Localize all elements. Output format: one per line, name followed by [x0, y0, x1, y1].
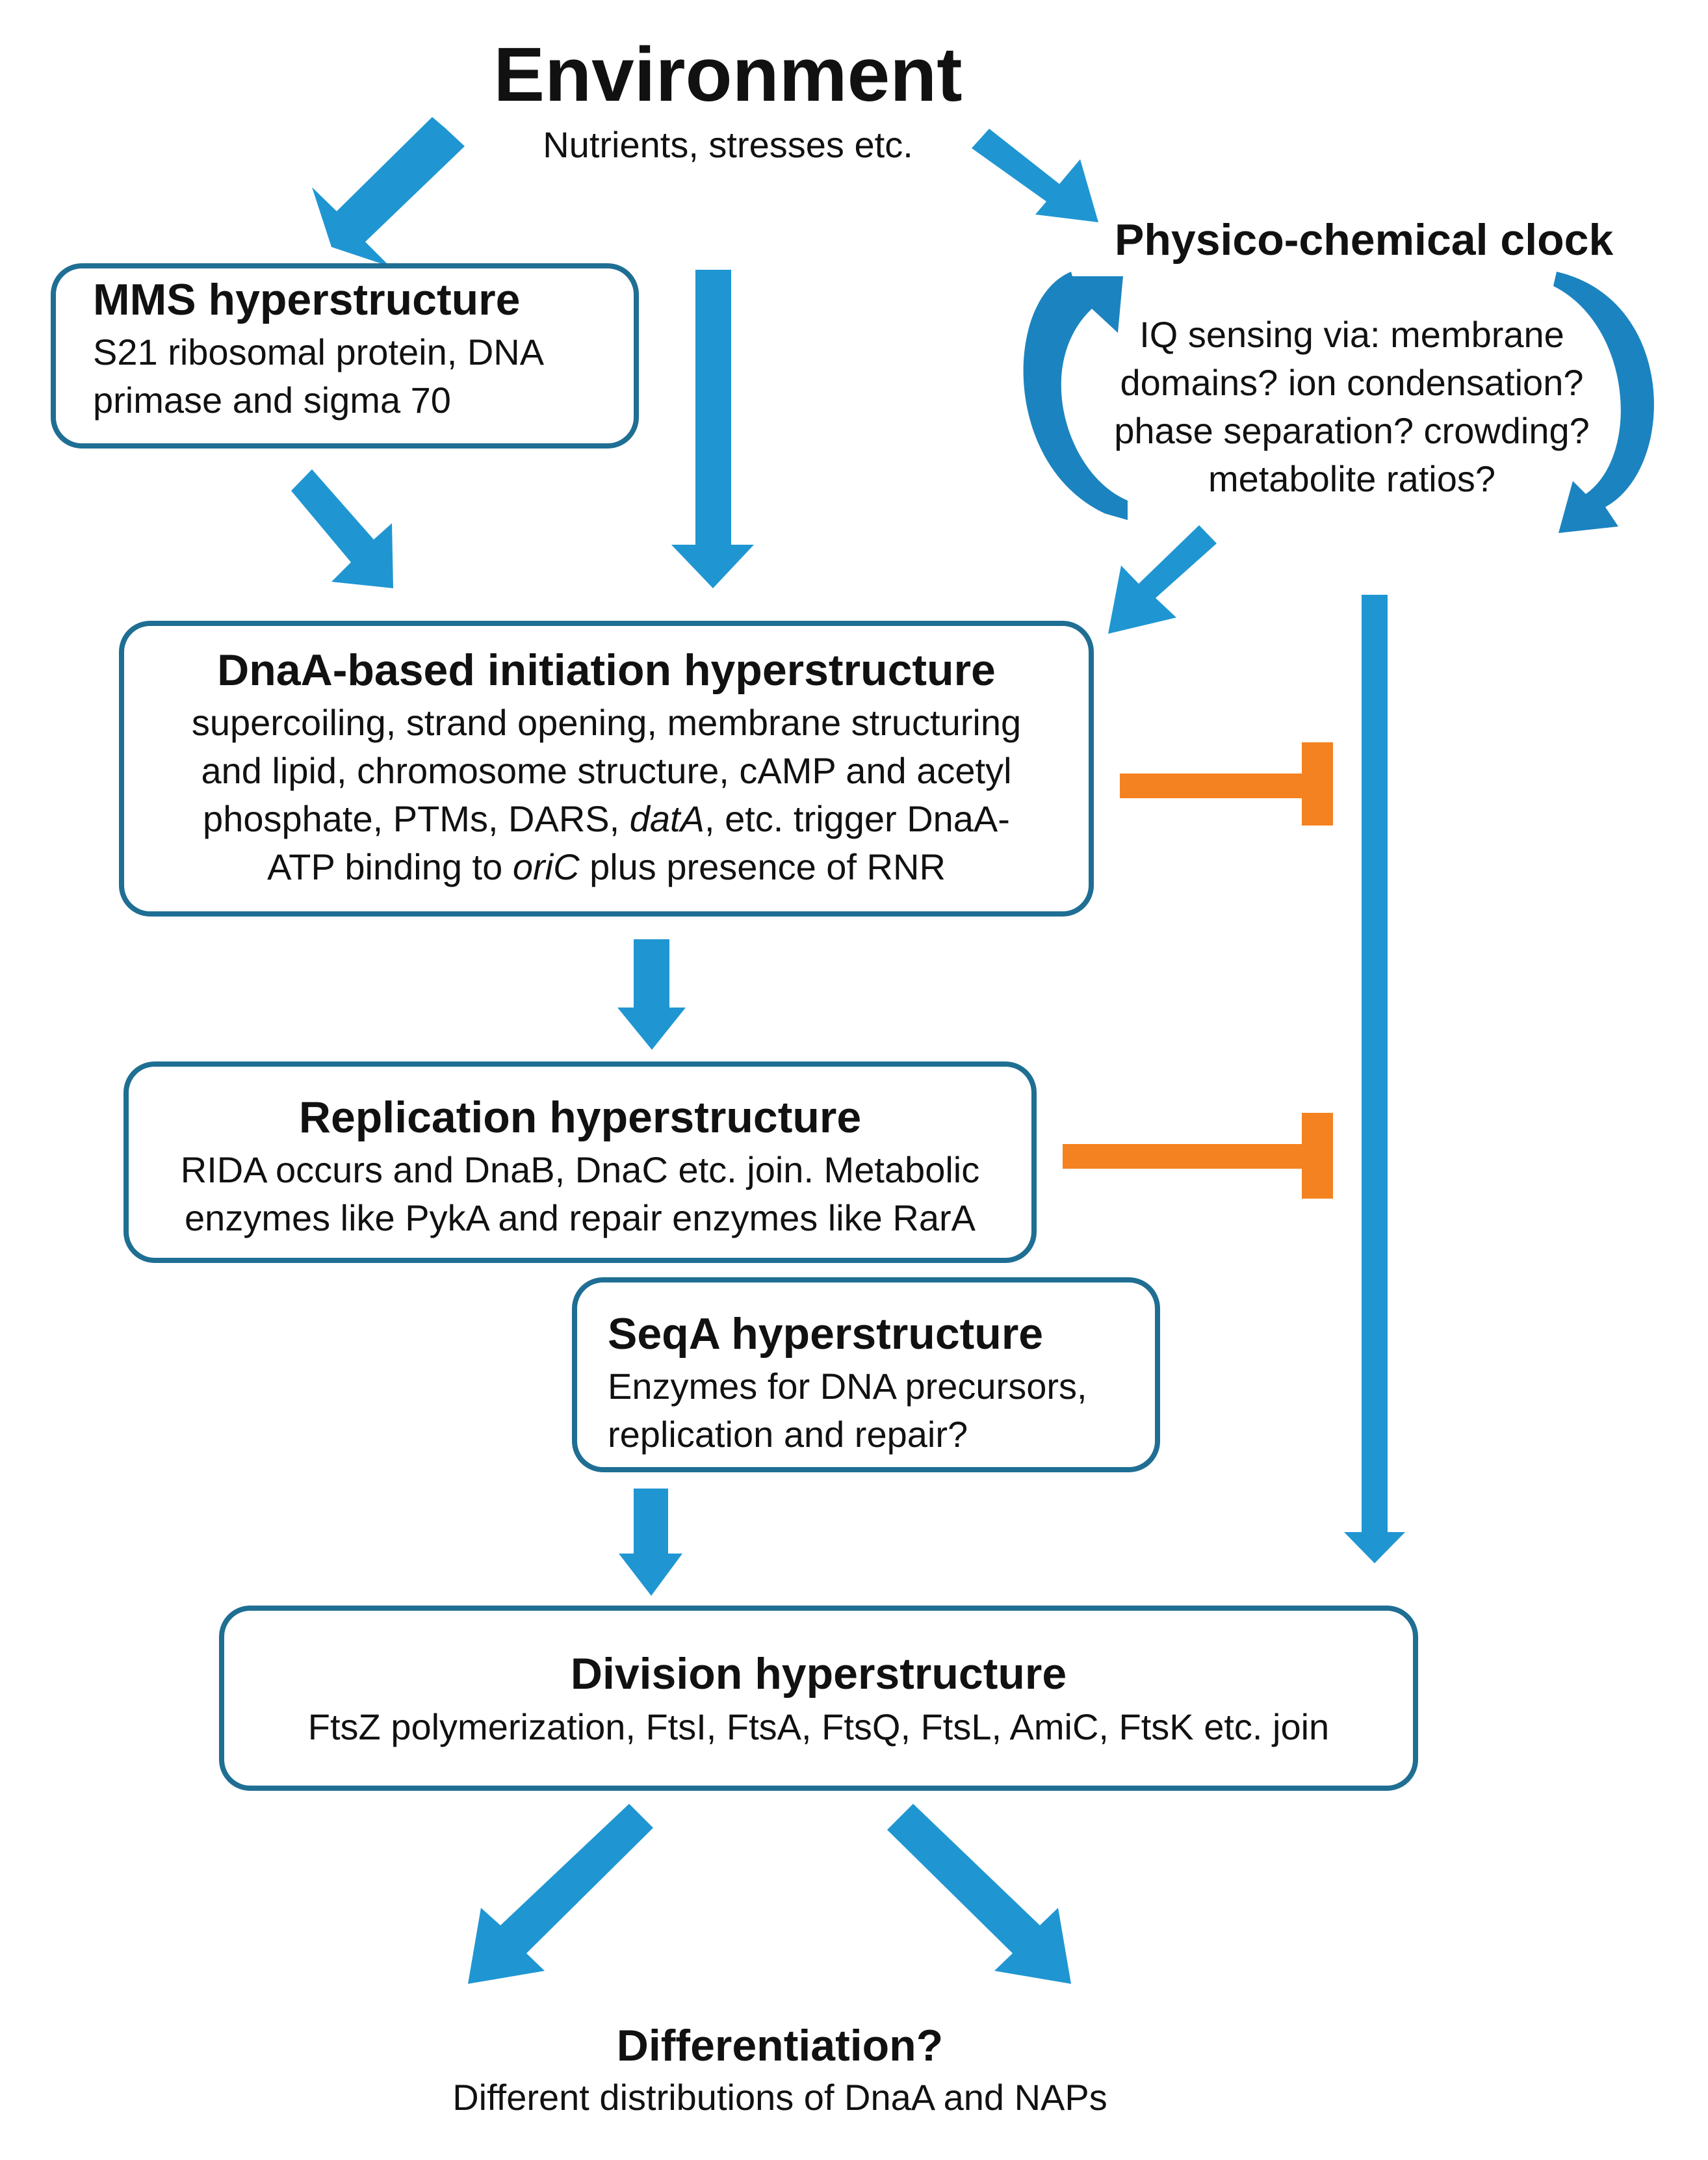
clock-line: domains? ion condensation? [1120, 362, 1584, 403]
dnaa-text: supercoiling, strand opening, membrane s… [119, 699, 1094, 891]
dnaa-line: and lipid, chromosome structure, cAMP an… [201, 750, 1012, 791]
dnaa-line4-a: ATP binding to [267, 846, 513, 887]
dnaa-line: ATP binding to oriC plus presence of RNR [119, 843, 1094, 891]
arrow-division-to-differentiation-right [887, 1804, 1071, 1984]
division-title: Division hyperstructure [570, 1649, 1067, 1698]
environment-subtitle: Nutrients, stresses etc. [543, 124, 913, 165]
arrow-env-to-clock [972, 129, 1098, 222]
clock-cycle-arrow-right [1553, 272, 1654, 533]
arrow-dnaa-to-replication [617, 939, 686, 1050]
seqa-title: SeqA hyperstructure [608, 1309, 1044, 1359]
seqa-line: Enzymes for DNA precursors, [608, 1366, 1087, 1407]
seqa-line: replication and repair? [608, 1414, 968, 1455]
dnaa-line3-a: phosphate, PTMs, DARS, [203, 798, 630, 839]
mms-line: primase and sigma 70 [93, 380, 451, 421]
inhibition-replication-tee [1302, 1113, 1333, 1199]
division-hyperstructure-box [219, 1606, 1418, 1791]
dnaa-title: DnaA-based initiation hyperstructure [217, 645, 996, 695]
oric-gene: oriC [512, 846, 580, 887]
division-text: FtsZ polymerization, FtsI, FtsA, FtsQ, F… [307, 1706, 1330, 1747]
seqa-text: Enzymes for DNA precursors, replication … [608, 1362, 1087, 1459]
replication-text: RIDA occurs and DnaB, DnaC etc. join. Me… [123, 1146, 1037, 1242]
clock-title: Physico-chemical clock [1115, 215, 1614, 265]
arrow-clock-to-dnaa [1108, 525, 1217, 634]
clock-line: phase separation? crowding? [1114, 410, 1590, 451]
inhibition-replication-bar [1063, 1144, 1302, 1169]
replication-hyperstructure-box [123, 1061, 1037, 1263]
arrow-clock-to-division [1344, 595, 1405, 1563]
arrow-mms-to-dnaa [291, 469, 393, 588]
clock-text: IQ sensing via: membrane domains? ion co… [1066, 311, 1638, 503]
seqa-hyperstructure-box [572, 1277, 1160, 1472]
differentiation-subtitle: Different distributions of DnaA and NAPs [452, 2077, 1107, 2118]
mms-title: MMS hyperstructure [93, 275, 521, 324]
clock-line: metabolite ratios? [1208, 458, 1495, 499]
inhibition-dnaa-tee [1302, 742, 1333, 826]
arrow-env-to-mms [312, 117, 465, 267]
dnaa-line4-c: plus presence of RNR [579, 846, 946, 887]
mms-text: S21 ribosomal protein, DNA primase and s… [93, 328, 544, 424]
data-a-gene: datA [629, 798, 705, 839]
dnaa-line: phosphate, PTMs, DARS, datA, etc. trigge… [119, 795, 1094, 843]
replication-line: enzymes like PykA and repair enzymes lik… [185, 1197, 976, 1238]
arrow-division-to-differentiation-left [468, 1804, 653, 1984]
dnaa-line3-c: , etc. trigger DnaA- [704, 798, 1010, 839]
clock-line: IQ sensing via: membrane [1139, 314, 1564, 355]
dnaa-hyperstructure-box [119, 621, 1094, 917]
arrow-seqa-to-division [619, 1489, 682, 1596]
replication-line: RIDA occurs and DnaB, DnaC etc. join. Me… [180, 1149, 980, 1190]
arrow-env-to-dnaa [671, 270, 754, 588]
dnaa-line: supercoiling, strand opening, membrane s… [191, 702, 1022, 743]
differentiation-title: Differentiation? [616, 2021, 944, 2070]
replication-title: Replication hyperstructure [298, 1093, 862, 1142]
environment-title: Environment [493, 32, 963, 118]
clock-cycle-arrow-left [1023, 272, 1128, 520]
mms-hyperstructure-box [51, 263, 639, 449]
mms-line: S21 ribosomal protein, DNA [93, 332, 545, 372]
inhibition-dnaa-bar [1120, 774, 1302, 798]
